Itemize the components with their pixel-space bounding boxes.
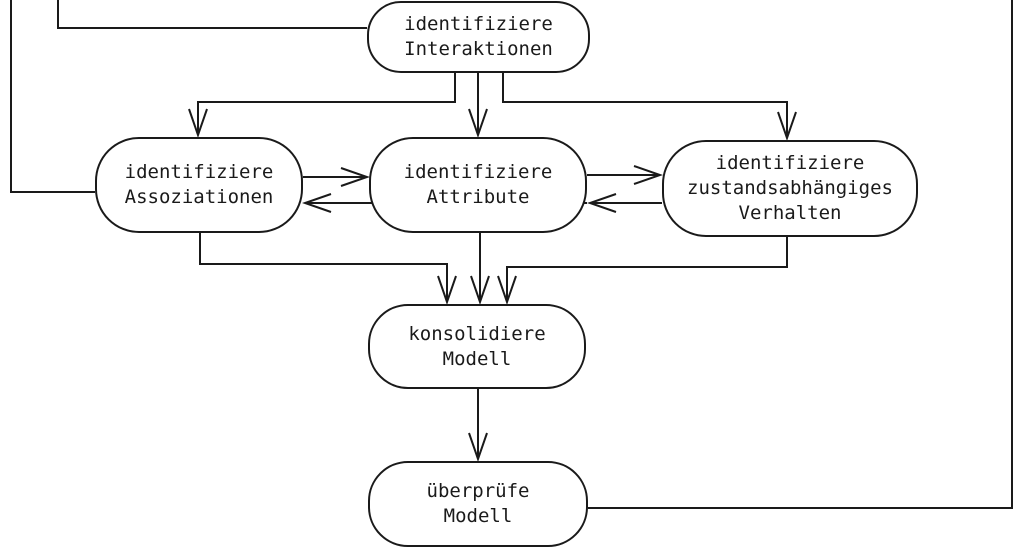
node-identifiziere-zustandsabhaengiges-verhalten: identifiziere zustandsabhängiges Verhalt…	[662, 140, 918, 237]
node-identifiziere-assoziationen: identifiziere Assoziationen	[95, 137, 303, 233]
node-label-line: überprüfe	[426, 480, 530, 502]
node-label-line: Attribute	[426, 186, 530, 208]
node-label-line: Modell	[442, 347, 512, 370]
node-label-line: identifiziere	[715, 152, 865, 174]
node-label-line: Assoziationen	[124, 186, 274, 208]
node-label-line: Verhalten	[738, 202, 842, 224]
edge-verhalten-konsolidiere	[507, 237, 788, 302]
edge-interaktionen-verhalten	[502, 73, 787, 138]
node-label-line: identifiziere	[404, 13, 553, 35]
node-label-line: identifiziere	[124, 161, 274, 183]
node-label-line: zustandsabhängiges	[687, 177, 893, 199]
node-identifiziere-attribute: identifiziere Attribute	[369, 137, 587, 233]
node-ueberpruefe-modell: überprüfe Modell	[368, 461, 588, 547]
edge-interaktionen-assoziationen	[198, 73, 456, 135]
node-label-line: identifiziere	[403, 161, 553, 183]
node-label-line: Interaktionen	[404, 38, 553, 60]
node-identifiziere-interaktionen: identifiziere Interaktionen	[367, 1, 590, 73]
node-label-line: Modell	[443, 505, 513, 527]
node-label-line: konsolidiere	[408, 322, 546, 345]
edge-ueberpruefe-offscreen-top-right	[588, 0, 1013, 509]
edge-assoziationen-offscreen-top-farleft	[10, 0, 95, 193]
node-konsolidiere-modell: konsolidiere Modell	[368, 304, 586, 389]
edge-interaktionen-offscreen-top-left	[57, 0, 367, 29]
edge-assoziationen-konsolidiere	[199, 233, 447, 302]
